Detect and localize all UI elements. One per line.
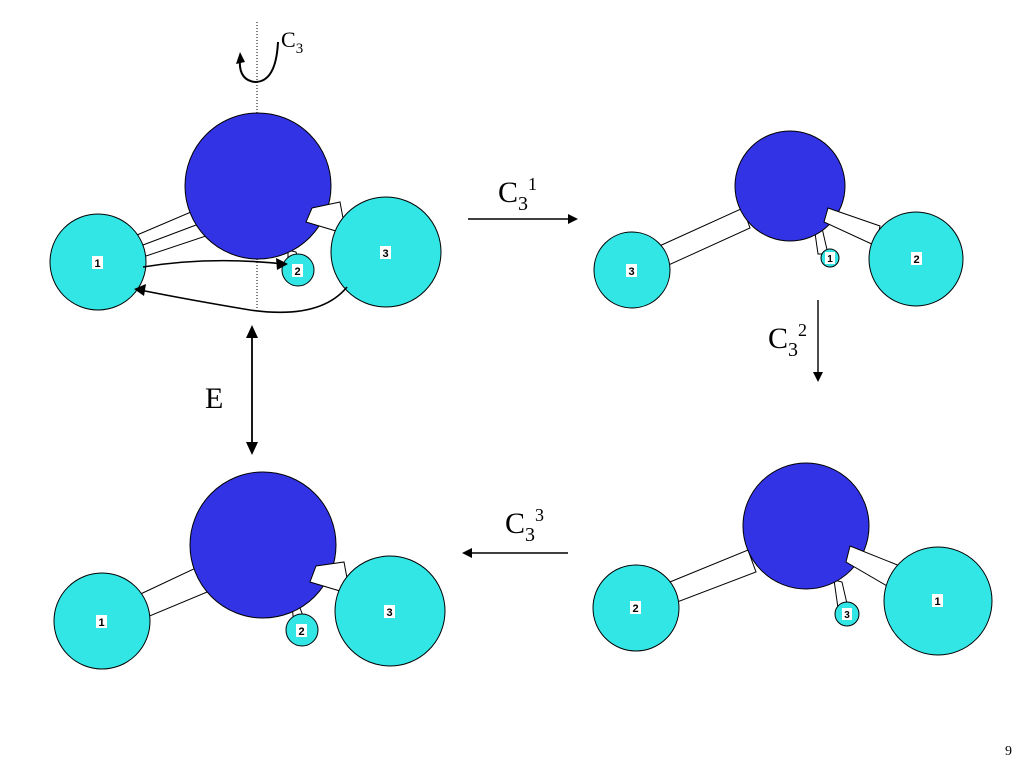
op-label-c3-2: C32 [768, 320, 807, 361]
label-box [911, 252, 922, 265]
label-box [292, 264, 303, 277]
atom-label: 2 [298, 626, 304, 638]
atom-label: 2 [294, 266, 300, 278]
arrowhead-icon [246, 442, 258, 455]
label-box [932, 594, 943, 607]
label-box [825, 252, 835, 264]
label-box [380, 246, 391, 259]
label-box [630, 601, 641, 614]
op-label-c3-3: C33 [505, 505, 544, 546]
rotation-arrow-icon [238, 41, 279, 84]
atom-label: 2 [913, 254, 919, 266]
bond-right [823, 207, 881, 247]
atom-label: 1 [94, 258, 100, 270]
central-atom [189, 471, 337, 619]
molecule-original: 1 2 3 [49, 112, 442, 314]
label-box [626, 264, 637, 277]
permutation-arrow-3-to-1 [139, 286, 348, 314]
arrowhead-icon [134, 284, 146, 296]
bond-left [654, 207, 751, 269]
page-number: 9 [1005, 744, 1012, 759]
atom-label: 3 [844, 610, 850, 621]
arrowhead-icon [246, 325, 258, 338]
arrowhead-icon [568, 214, 578, 224]
rotation-arrowhead-icon [236, 52, 245, 64]
central-atom [742, 462, 870, 590]
molecule-after-c3-3: 1 2 3 [53, 471, 446, 670]
op-label-identity: E [205, 382, 223, 415]
arrowhead-icon [276, 258, 288, 270]
arrowhead-icon [462, 548, 472, 558]
central-atom [184, 112, 332, 260]
permutation-arrow-1-to-2 [142, 259, 285, 268]
molecule-after-c3-1: 3 1 2 [593, 130, 964, 309]
atom-label: 1 [827, 254, 833, 265]
arrowhead-icon [813, 372, 823, 382]
label-box [92, 256, 103, 269]
atom-label: 3 [382, 248, 388, 260]
atom-label: 3 [386, 607, 392, 619]
label-box [842, 608, 852, 620]
atom-label: 1 [98, 617, 104, 629]
atom-label: 2 [632, 603, 638, 615]
label-box [384, 605, 395, 618]
bond-left [664, 549, 757, 605]
op-label-c3-1: C31 [498, 174, 537, 215]
axis-label: C3 [281, 27, 303, 57]
central-atom [734, 130, 846, 242]
label-box [296, 624, 307, 637]
molecule-after-c3-2: 2 3 1 [592, 462, 993, 656]
atom-label: 3 [628, 266, 634, 278]
label-box [96, 615, 107, 628]
atom-label: 1 [934, 596, 940, 608]
